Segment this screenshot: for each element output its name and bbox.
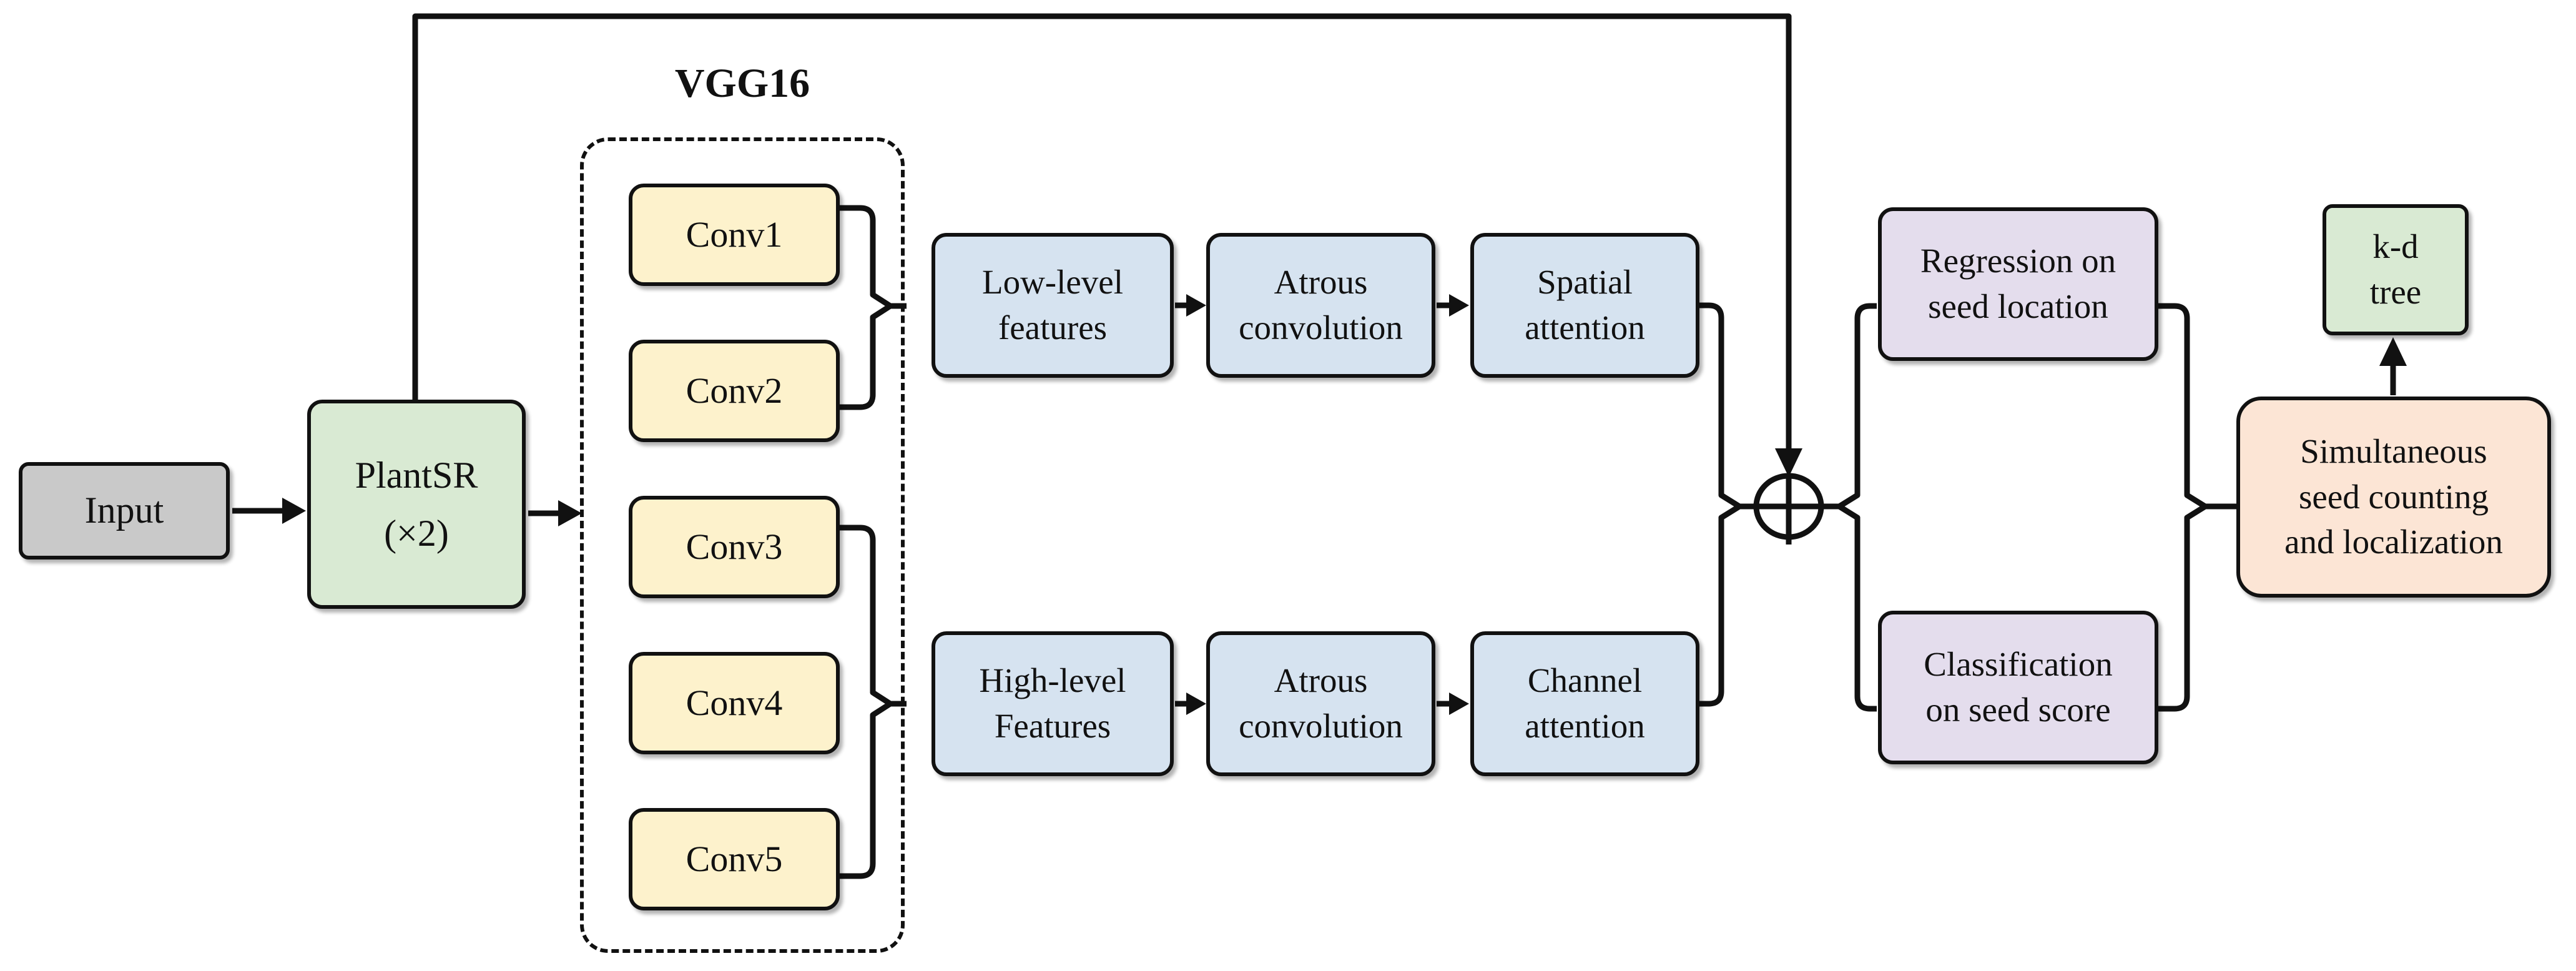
node-conv1: Conv1 [629, 184, 840, 286]
arrowhead-atrous-channel-icon [1449, 693, 1469, 715]
node-spatial-attention: Spatial attention [1470, 233, 1699, 378]
node-high-level-features: High-level Features [932, 631, 1174, 776]
node-regression-head: Regression on seed location [1878, 207, 2158, 361]
arrowhead-low-atrous-icon [1186, 294, 1206, 317]
arrowhead-high-atrous-icon [1186, 693, 1206, 715]
node-low-level-features: Low-level features [932, 233, 1174, 378]
brace-head-split [1836, 303, 1877, 712]
arrowhead-input-plantsr-icon [282, 498, 306, 524]
skip-arrowhead-icon [1775, 448, 1802, 477]
node-classification-head: Classification on seed score [1878, 611, 2158, 764]
arrowhead-atrous-spatial-icon [1449, 294, 1469, 317]
node-atrous-convolution-bottom: Atrous convolution [1206, 631, 1435, 776]
skip-connection-line [412, 13, 1792, 461]
vgg16-group-title: VGG16 [674, 61, 810, 106]
node-conv5: Conv5 [629, 808, 840, 910]
node-simultaneous-output: Simultaneous seed counting and localizat… [2236, 397, 2551, 598]
node-input: Input [19, 462, 230, 559]
node-atrous-convolution-top: Atrous convolution [1206, 233, 1435, 378]
node-kd-tree: k-d tree [2323, 204, 2469, 335]
node-plantsr: PlantSR (×2) [307, 400, 526, 609]
brace-head-merge [2158, 303, 2208, 712]
node-conv2: Conv2 [629, 340, 840, 442]
vgg16-group-box [580, 137, 905, 953]
brace-attention-merge [1699, 302, 1743, 707]
arrowhead-sim-kdtree-icon [2379, 337, 2407, 366]
node-conv4: Conv4 [629, 652, 840, 754]
circled-plus-icon [1748, 473, 1830, 545]
node-channel-attention: Channel attention [1470, 631, 1699, 776]
arrowhead-plantsr-vgg16-icon [558, 500, 582, 526]
node-conv3: Conv3 [629, 496, 840, 598]
